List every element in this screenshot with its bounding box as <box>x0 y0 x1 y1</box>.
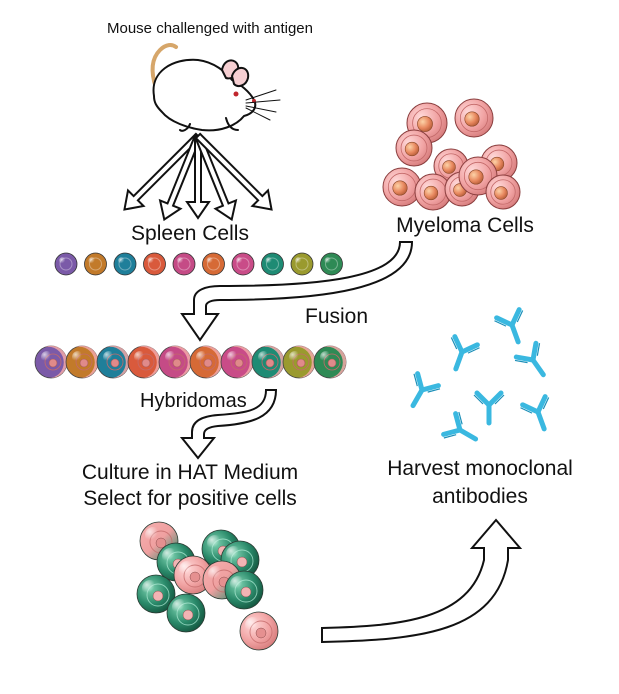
antibody-icon <box>513 340 546 378</box>
mouse-whiskers <box>245 89 281 121</box>
spleen-cell <box>84 252 107 276</box>
hybridoma-cell <box>282 345 316 379</box>
spleen-cell <box>202 252 225 276</box>
myeloma-cell <box>395 129 433 167</box>
hybridoma-cell <box>34 345 68 379</box>
antibody-group <box>410 307 550 442</box>
spleen-cell <box>261 252 284 276</box>
mouse-front-leg <box>225 117 239 131</box>
hybridoma-cell <box>96 345 130 379</box>
antibody-icon <box>410 371 441 409</box>
harvest-label-line-1: Harvest monoclonal <box>387 457 573 480</box>
culture-arrow-icon <box>179 389 278 460</box>
myeloma-cell <box>454 98 494 138</box>
fusion-label: Fusion <box>305 305 369 328</box>
hybridoma-cell <box>189 345 223 379</box>
myeloma-cell <box>485 174 521 210</box>
mouse-eye <box>233 91 239 97</box>
hybridoma-cell <box>158 345 192 379</box>
spleen-cell <box>172 252 196 276</box>
myeloma-cells-label: Myeloma Cells <box>396 214 534 237</box>
mouse-tail <box>150 43 178 90</box>
myeloma-cell <box>414 173 452 211</box>
antibody-icon <box>494 307 524 345</box>
mouse-back-leg <box>179 123 191 132</box>
hybridoma-cell <box>127 345 161 379</box>
positive-cell <box>136 574 176 614</box>
harvest-arrow-icon <box>321 518 523 644</box>
antibody-icon <box>441 411 479 442</box>
positive-cell <box>224 570 264 610</box>
spleen-cell <box>290 252 314 276</box>
spleen-cell <box>231 252 255 276</box>
culture-label-line-2: Select for positive cells <box>83 487 297 510</box>
harvest-label: Harvest monoclonal antibodies <box>370 455 590 511</box>
arrow-5-icon <box>194 132 273 211</box>
hybridoma-cell-row <box>34 345 347 379</box>
myeloma-cell-cluster <box>382 98 521 211</box>
spleen-cell <box>54 252 78 276</box>
hybridoma-cell <box>220 345 254 379</box>
antibody-icon <box>450 334 480 372</box>
mouse-illustration <box>150 43 281 132</box>
positive-cell <box>166 593 206 633</box>
mouse-ear-front <box>231 67 250 87</box>
positive-cell <box>173 555 213 595</box>
spleen-cell <box>320 252 343 276</box>
spleen-arrows <box>123 132 273 222</box>
antibody-icon <box>520 394 550 432</box>
spleen-cells-label: Spleen Cells <box>131 222 249 245</box>
mouse-label: Mouse challenged with antigen <box>107 20 313 37</box>
fusion-arrow-icon <box>180 241 414 342</box>
antibody-icon <box>473 390 505 426</box>
hybridomas-label: Hybridomas <box>140 390 247 412</box>
hybridoma-cell <box>65 345 99 379</box>
positive-cell <box>239 611 279 651</box>
harvest-label-line-2: antibodies <box>432 485 528 508</box>
positive-cell-cluster <box>136 521 279 651</box>
culture-label-line-1: Culture in HAT Medium <box>81 461 299 484</box>
spleen-cell <box>143 252 166 276</box>
hybridoma-cell <box>251 345 285 379</box>
spleen-cell <box>113 252 137 276</box>
culture-label: Culture in HAT Medium Select for positiv… <box>40 460 340 512</box>
spleen-cell-row <box>54 252 343 276</box>
myeloma-cell <box>382 167 422 207</box>
hybridoma-cell <box>313 345 347 379</box>
